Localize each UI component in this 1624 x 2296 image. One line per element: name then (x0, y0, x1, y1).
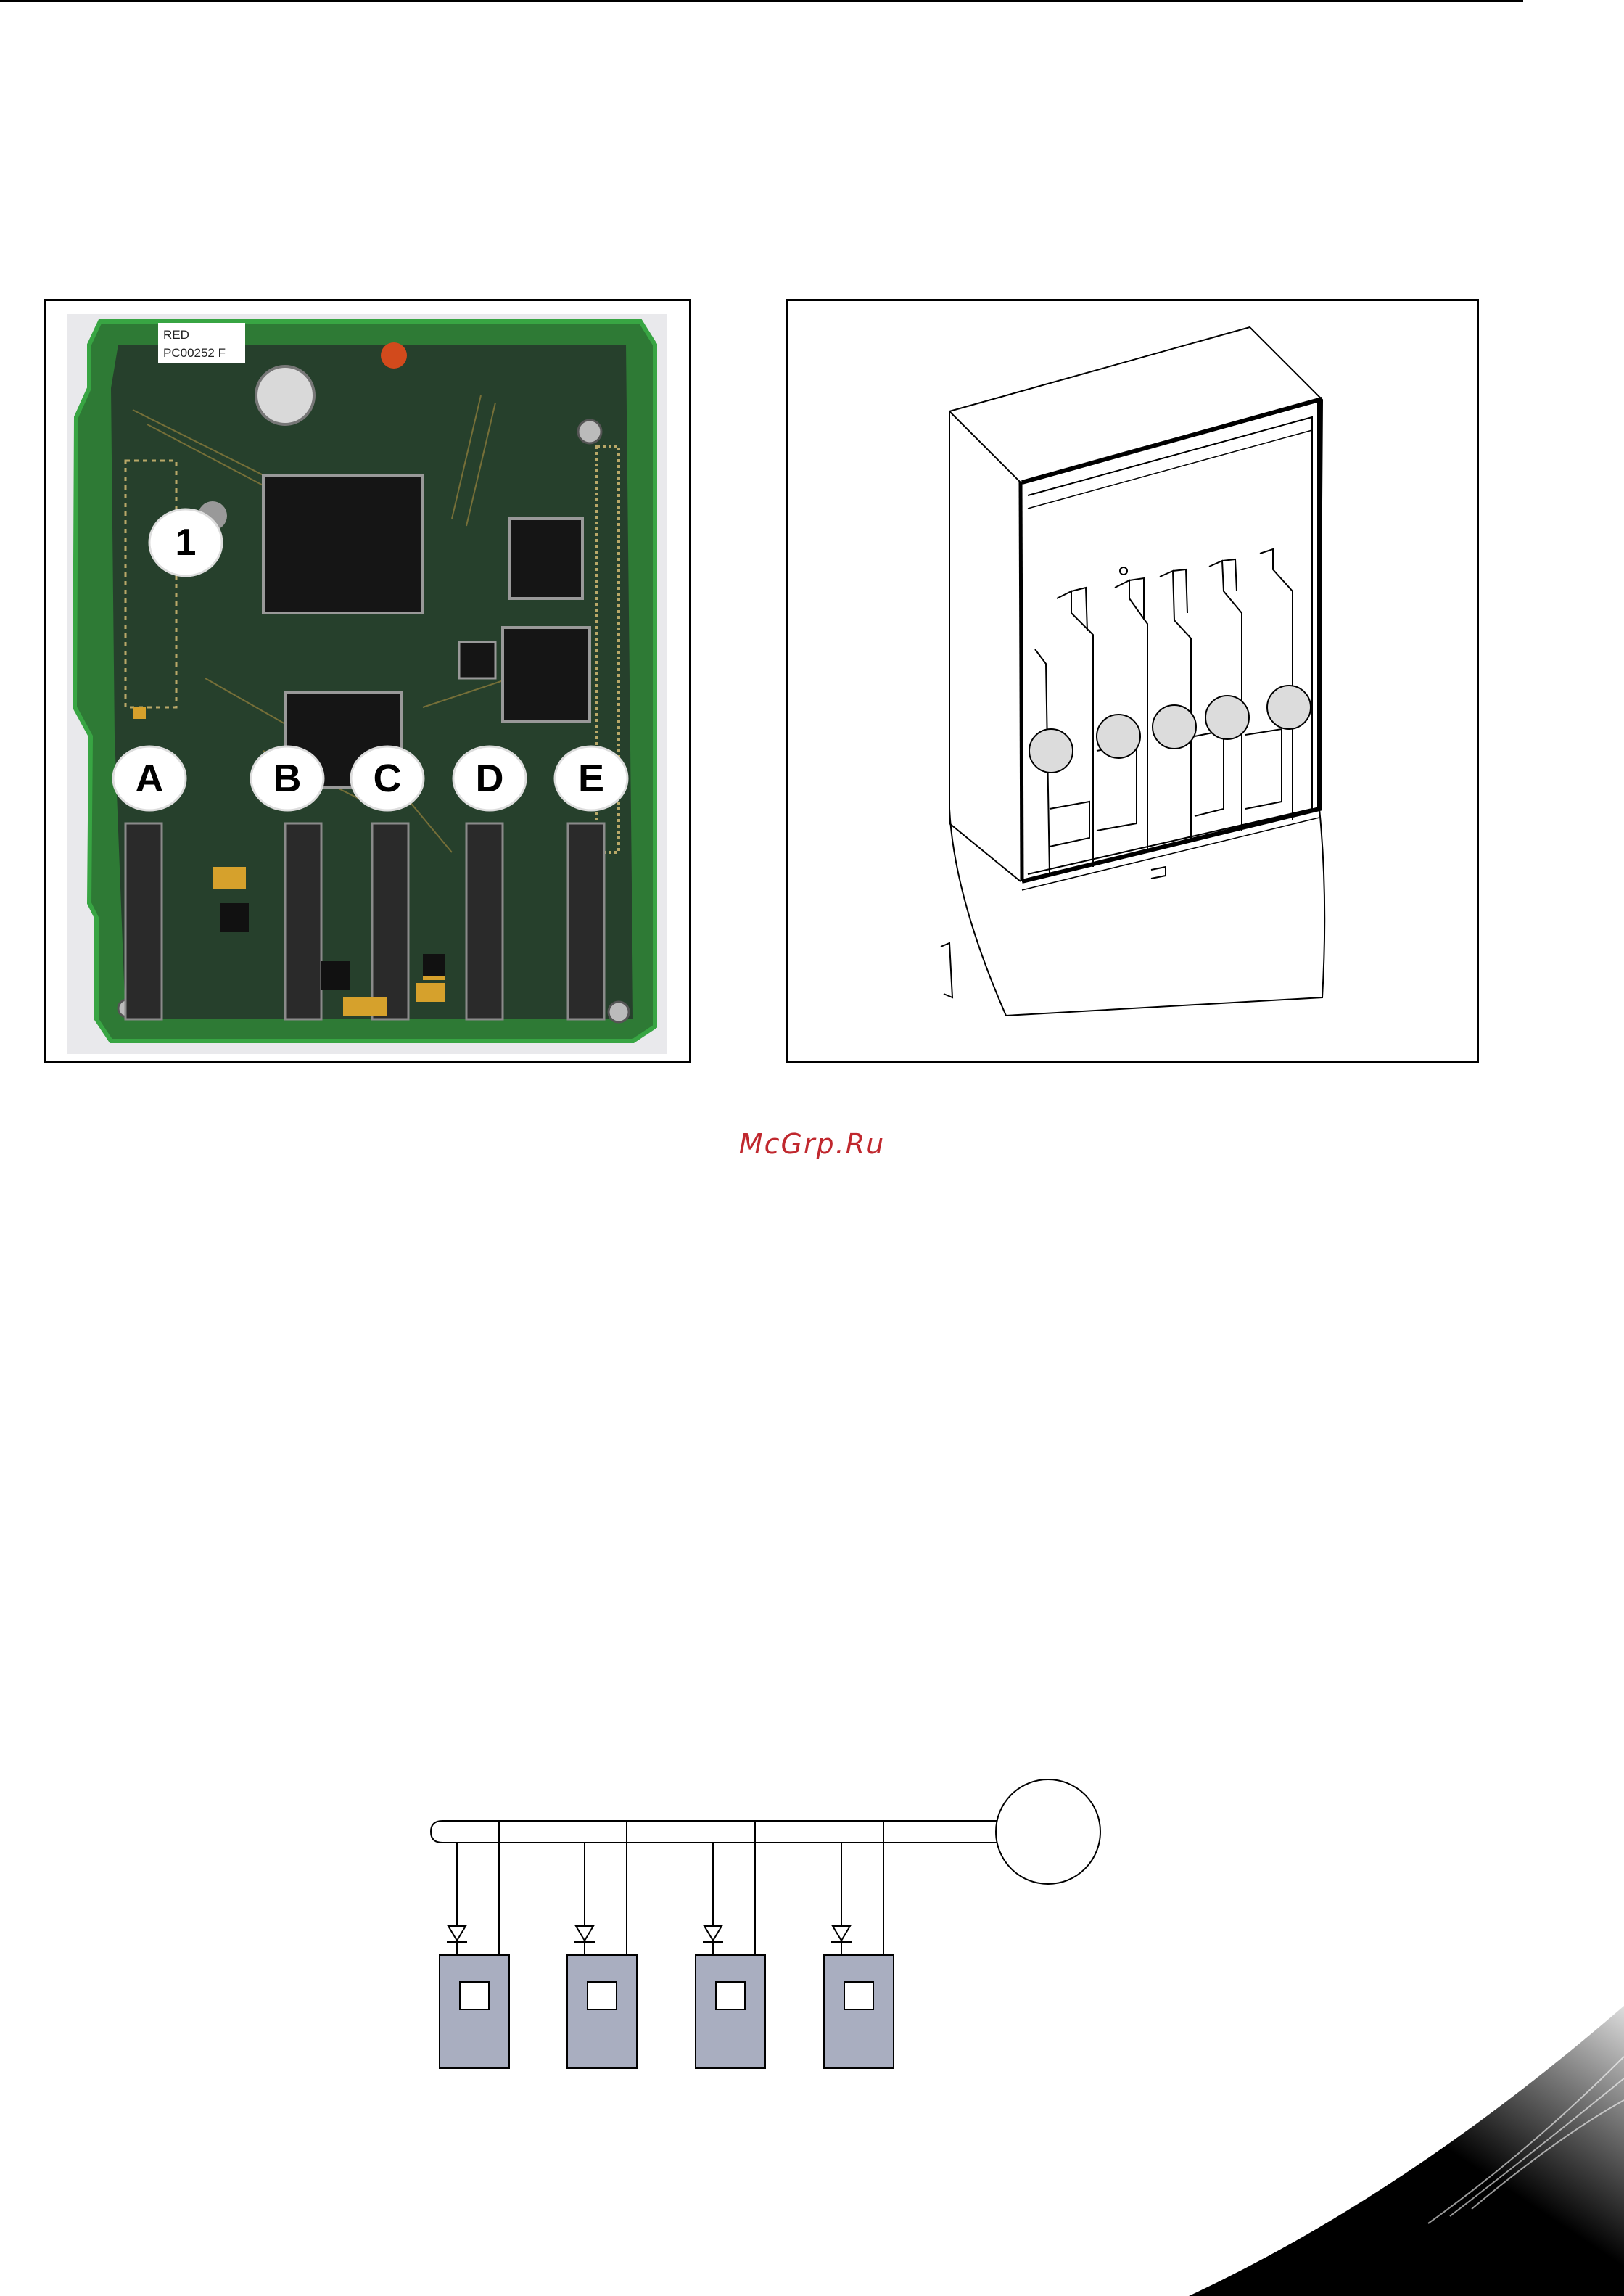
slot-marker-e (1267, 686, 1311, 729)
slot-drawing-figure (786, 299, 1479, 1063)
callout-e: E (555, 746, 627, 810)
callout-c: C (351, 746, 424, 810)
slot-marker-a (1029, 729, 1073, 773)
silkscreen-part-text: PC00252 F (163, 346, 226, 360)
board-photo-figure: RED PC00252 F 1 A B C D E (44, 299, 691, 1063)
page-corner-decoration (1189, 2006, 1624, 2296)
board-photo: RED PC00252 F 1 A B C D E (46, 301, 689, 1061)
diode-1 (447, 1926, 467, 1955)
watermark: McGrp.Ru (0, 1128, 1624, 1160)
silkscreen-top-text: RED (163, 328, 189, 342)
wiring-diagram (421, 1770, 1117, 2082)
drive-2 (567, 1955, 637, 2068)
bus-line (431, 1821, 997, 1843)
drive-3 (696, 1955, 765, 2068)
motor-circle (996, 1779, 1100, 1884)
drive-4 (824, 1955, 894, 2068)
callout-1-label: 1 (176, 522, 197, 564)
callout-d-label: D (476, 757, 504, 800)
callout-d: D (453, 746, 526, 810)
slot-marker-b (1097, 715, 1140, 758)
callout-b-label: B (273, 757, 302, 800)
callout-a: A (113, 746, 186, 810)
callout-a-label: A (136, 757, 164, 800)
diode-4 (831, 1926, 852, 1955)
slot-marker-c (1153, 705, 1196, 749)
diode-2 (574, 1926, 595, 1955)
slot-marker-d (1205, 696, 1249, 739)
drive-1 (440, 1955, 509, 2068)
diode-3 (703, 1926, 723, 1955)
callout-c-label: C (374, 757, 402, 800)
top-rule (0, 0, 1523, 2)
slot-drawing (788, 301, 1477, 1061)
callout-e-label: E (578, 757, 604, 800)
callout-1: 1 (149, 509, 222, 576)
callout-b: B (251, 746, 323, 810)
